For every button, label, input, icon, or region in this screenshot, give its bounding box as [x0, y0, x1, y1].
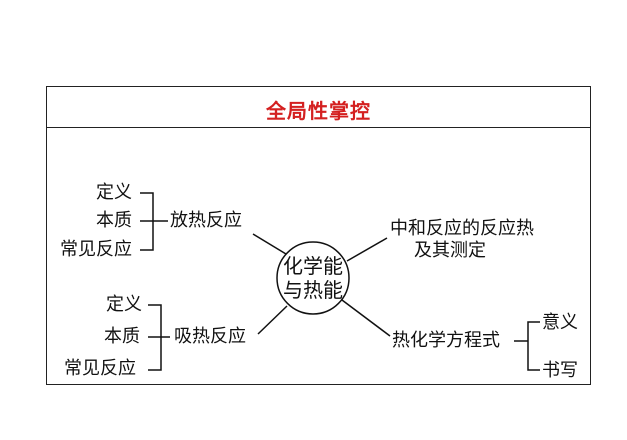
left-top-item-common-reactions: 常见反应	[60, 239, 132, 260]
title-bar: 全局性掌控	[47, 87, 590, 128]
right-bottom-item-writing: 书写	[542, 360, 578, 381]
left-top-item-definition: 定义	[96, 182, 132, 203]
diagram-frame: 全局性掌控	[46, 86, 591, 385]
spoke-left-bottom	[257, 305, 288, 335]
thermochemical-equation-label: 热化学方程式	[392, 330, 500, 351]
left-bottom-item-definition: 定义	[106, 294, 142, 315]
right-bottom-item-meaning: 意义	[542, 312, 578, 333]
center-line-1: 化学能	[283, 254, 343, 278]
center-node: 化学能 与热能	[277, 254, 349, 302]
spoke-right-bottom	[341, 299, 391, 337]
exothermic-reaction-label: 放热反应	[170, 210, 242, 231]
neutralization-heat-line-1: 中和反应的反应热	[390, 218, 534, 239]
center-line-2: 与热能	[283, 278, 343, 302]
endothermic-reaction-label: 吸热反应	[174, 326, 246, 347]
center-circle	[276, 241, 350, 315]
spoke-left-top	[252, 233, 287, 255]
spoke-right-top	[346, 237, 388, 262]
left-bottom-item-essence: 本质	[104, 326, 140, 347]
left-bottom-item-common-reactions: 常见反应	[64, 358, 136, 379]
neutralization-heat-line-2: 及其测定	[414, 240, 486, 261]
diagram-title: 全局性掌控	[266, 99, 371, 123]
right-bottom-bracket	[527, 321, 540, 371]
left-top-item-essence: 本质	[96, 210, 132, 231]
